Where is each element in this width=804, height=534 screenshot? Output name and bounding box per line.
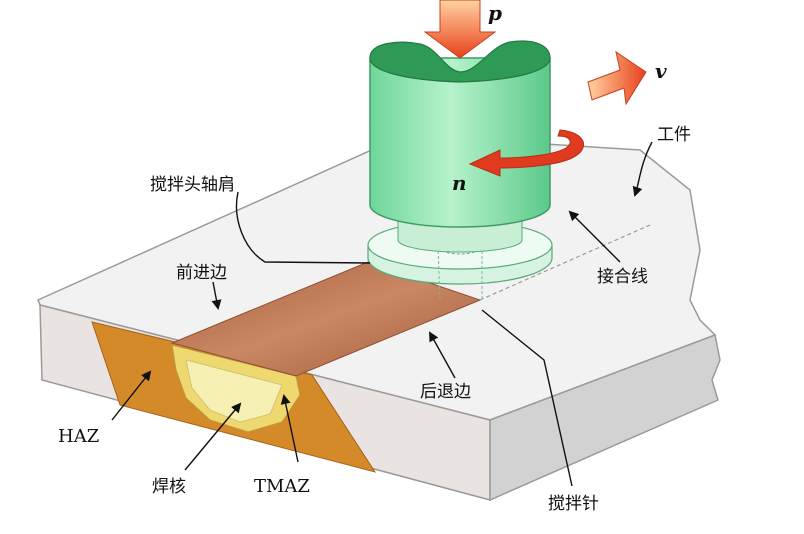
leader-tmaz bbox=[280, 394, 299, 463]
nugget-zone bbox=[185, 359, 283, 423]
label-haz: HAZ bbox=[58, 426, 99, 447]
label-joint-line: 接合线 bbox=[597, 267, 648, 287]
joint-line bbox=[479, 224, 651, 301]
leader-advancing bbox=[211, 281, 222, 310]
leader-pin bbox=[481, 309, 573, 487]
plate-side-face bbox=[489, 333, 721, 502]
pin-guide-left bbox=[437, 245, 441, 301]
leader-nugget bbox=[184, 402, 242, 471]
velocity-arrow bbox=[587, 50, 647, 106]
label-pin: 搅拌针 bbox=[548, 494, 599, 514]
leader-lines bbox=[111, 141, 653, 487]
tool-top bbox=[369, 40, 551, 83]
leader-joint bbox=[568, 210, 621, 263]
leader-retreating bbox=[429, 331, 456, 379]
force-arrow bbox=[423, 0, 497, 59]
label-velocity: v bbox=[655, 59, 667, 83]
rotation-arrow bbox=[468, 129, 584, 177]
label-force: p bbox=[488, 1, 502, 25]
label-retreating-side: 后退边 bbox=[420, 382, 471, 402]
label-rotation: n bbox=[452, 171, 467, 195]
leader-haz bbox=[111, 370, 152, 421]
label-advancing-side: 前进边 bbox=[176, 263, 227, 283]
leader-workpiece bbox=[632, 141, 653, 197]
label-shoulder: 搅拌头轴肩 bbox=[150, 175, 235, 195]
leader-shoulder bbox=[235, 191, 371, 264]
fsw-tool bbox=[367, 40, 553, 301]
label-workpiece: 工件 bbox=[657, 125, 691, 145]
label-tmaz: TMAZ bbox=[254, 476, 310, 497]
tool-body bbox=[369, 57, 551, 228]
label-nugget: 焊核 bbox=[152, 477, 186, 497]
